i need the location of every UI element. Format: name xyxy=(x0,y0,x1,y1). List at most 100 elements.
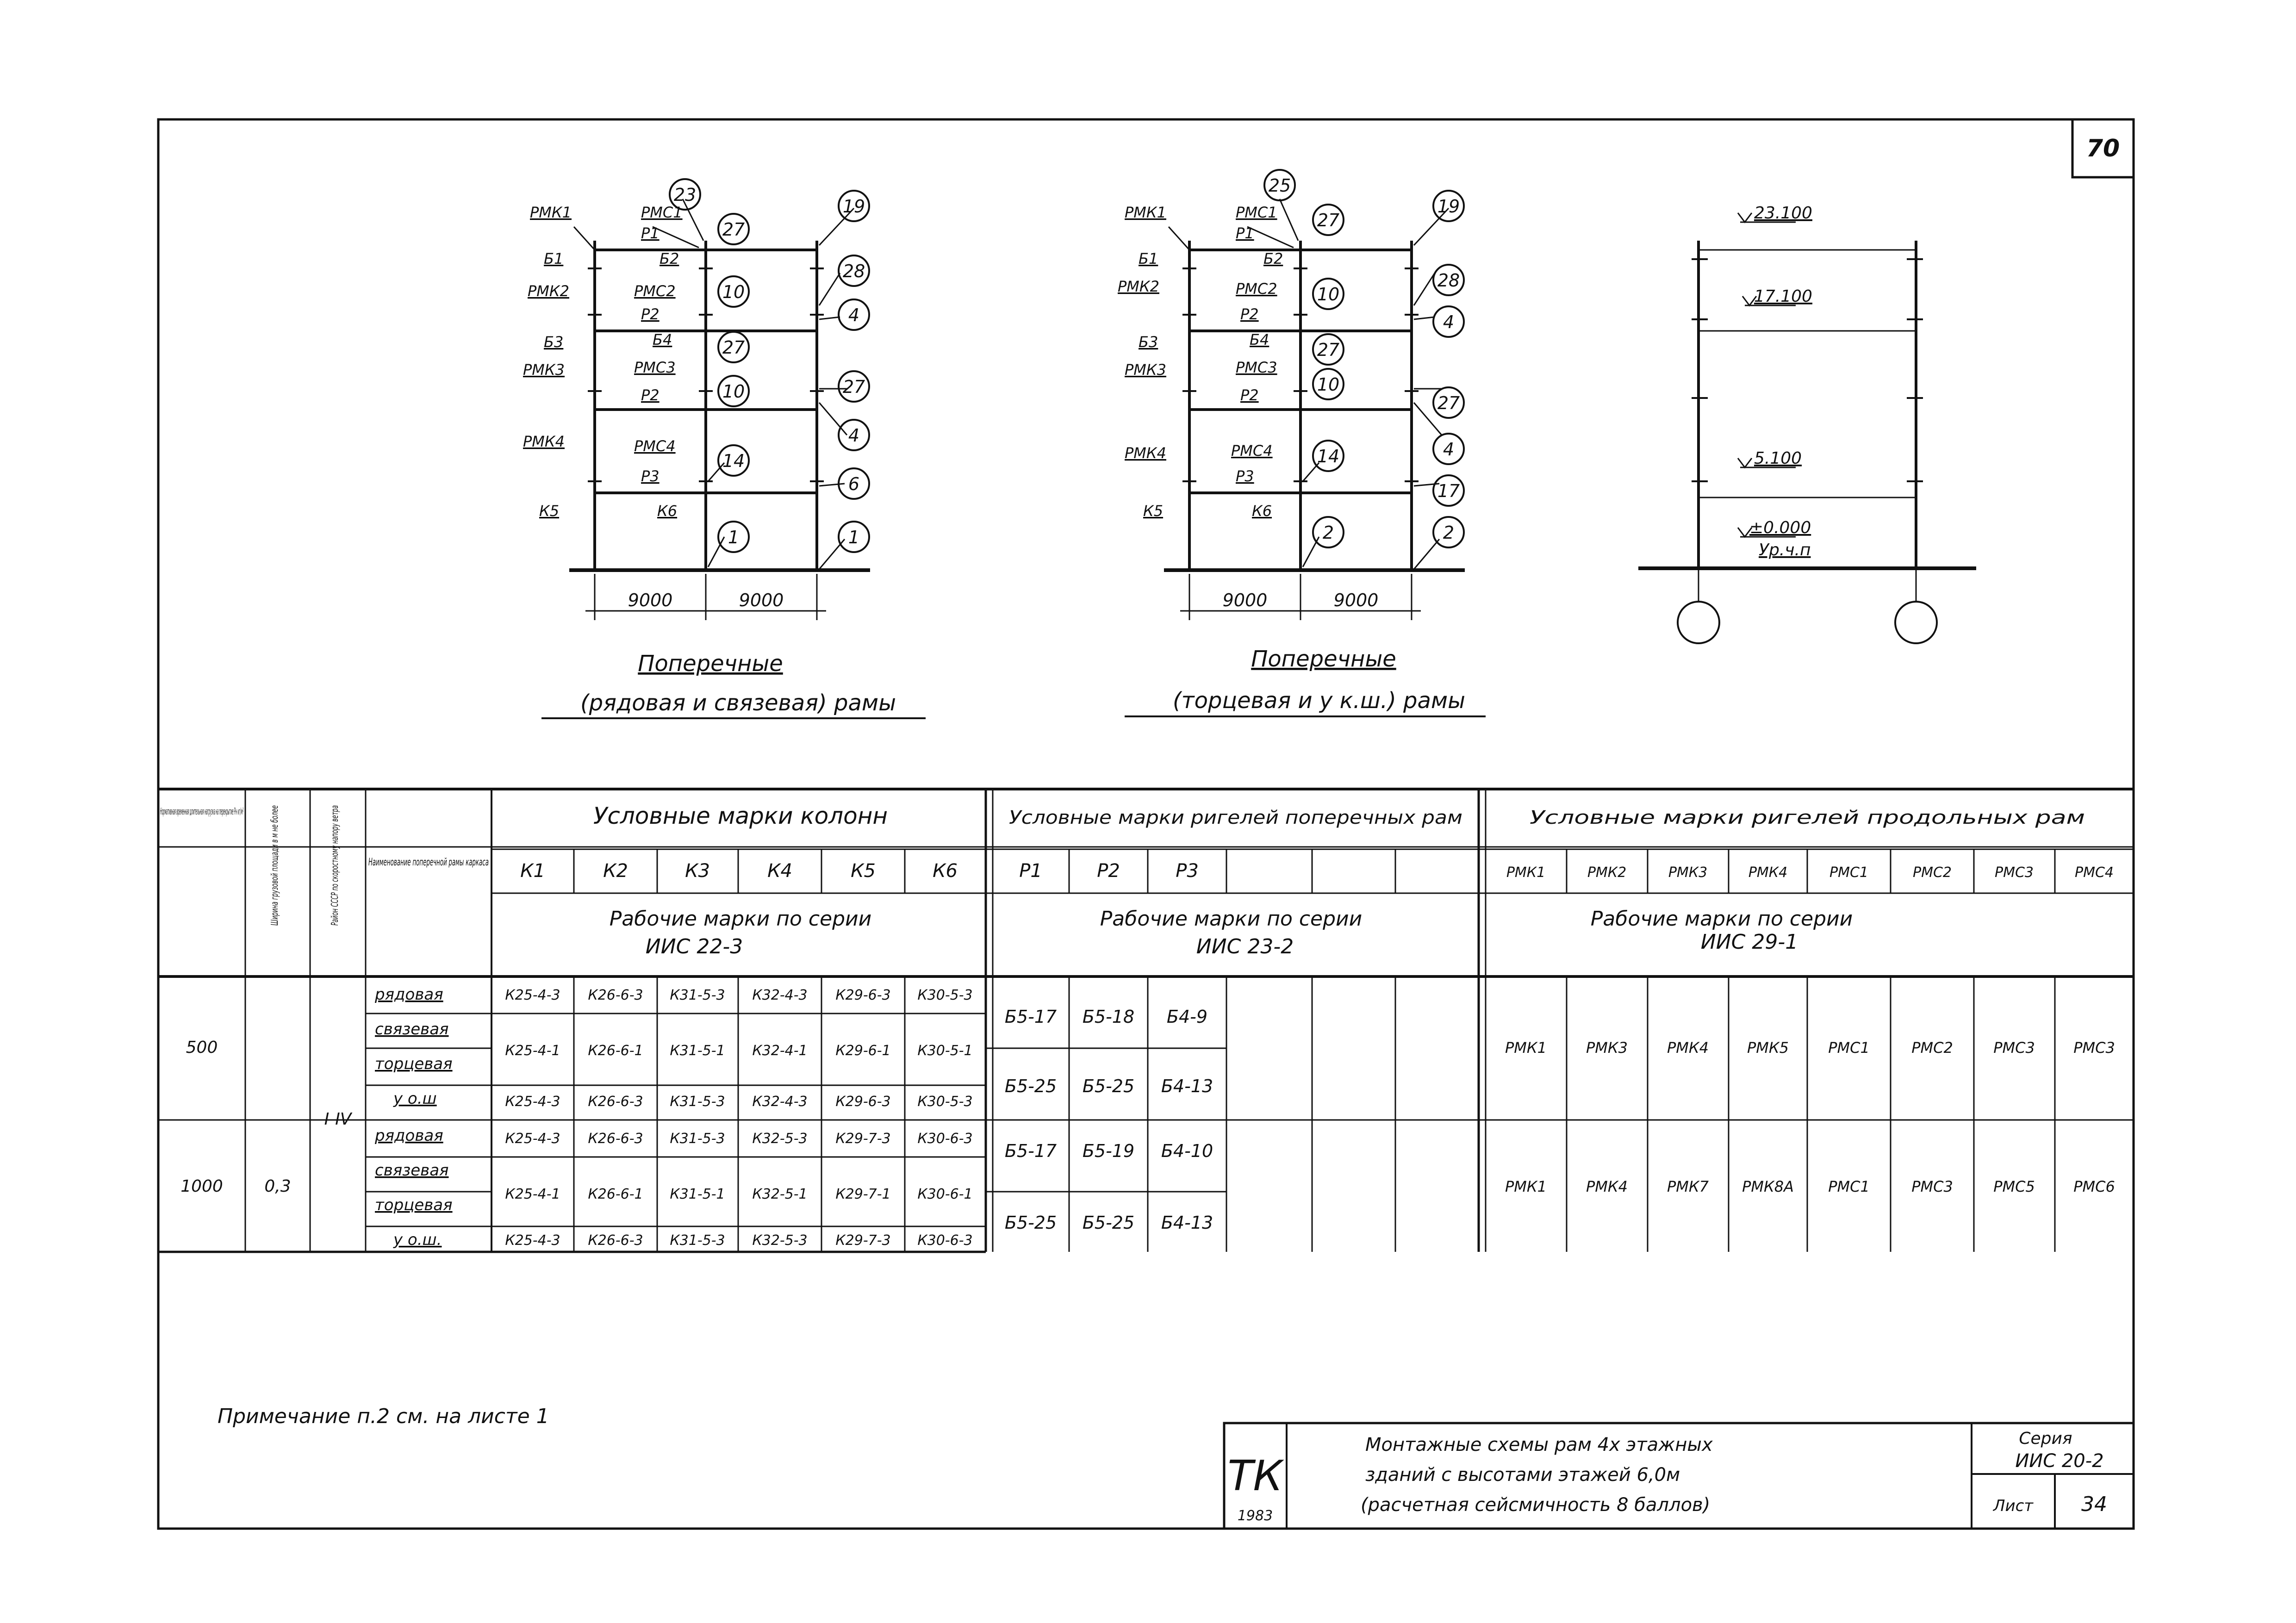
gir-r1-c2: Б5-18 xyxy=(1083,1007,1134,1027)
frame2-m5: Р2 xyxy=(1240,305,1259,323)
head-col4: Наименование поперечной рамы каркаса xyxy=(368,857,489,868)
frame-2-circles xyxy=(1263,169,1465,548)
frame2-m2: Р1 xyxy=(1236,224,1254,242)
long-marks-body: РМК1 РМК3 РМК4 РМК5 РМС1 РМС2 РМС3 РМС3 … xyxy=(1505,1039,2115,1195)
cross-mark-1: Р1 xyxy=(1019,860,1042,882)
long-mark-2: РМК2 xyxy=(1587,864,1626,881)
frame-name-8: у о.ш. xyxy=(393,1231,442,1249)
long-mark-7: РМС3 xyxy=(1995,864,2034,881)
col-r2-c2: К26-6-1 xyxy=(588,1043,643,1059)
col-r6-c3: К31-5-1 xyxy=(670,1186,725,1202)
frame1-m2: Р1 xyxy=(641,224,660,242)
col-r5-c2: К26-6-3 xyxy=(588,1131,643,1147)
frame2-c3: 10 xyxy=(1317,284,1339,305)
head-col3: Район СССР по скоростному напору ветра xyxy=(329,805,340,926)
frame-1-circle-labels: 23 27 10 27 10 14 1 19 28 4 27 4 6 1 xyxy=(674,185,865,547)
ground-label: Ур.ч.п xyxy=(1759,541,1811,560)
frame-name-5: рядовая xyxy=(374,1126,443,1145)
col-r2-c6: К30-5-1 xyxy=(917,1043,972,1059)
col-mark-4: К4 xyxy=(767,860,792,882)
level-3: 5.100 xyxy=(1754,449,1802,468)
stamp-series-label: Серия xyxy=(2019,1429,2072,1448)
col-row-8: К25-4-3 К26-6-3 К31-5-3 К32-5-3 К29-7-3 … xyxy=(505,1232,972,1249)
frame1-caption-1: Поперечные xyxy=(638,651,783,677)
col-r4-c5: К29-6-3 xyxy=(835,1094,890,1110)
long-r2-c4: РМК8А xyxy=(1742,1178,1794,1195)
frame1-l2: Б1 xyxy=(544,250,563,267)
long-r1-c4: РМК5 xyxy=(1747,1039,1789,1057)
frame2-l3: РМК2 xyxy=(1118,278,1159,295)
frame2-r3: 4 xyxy=(1443,312,1454,332)
col-r2-c3: К31-5-1 xyxy=(670,1043,725,1059)
table-header: Нормативная временная длительная нагрузк… xyxy=(160,802,2085,926)
stamp-title-2: зданий с высотами этажей 6,0м xyxy=(1365,1464,1680,1486)
frame1-c3: 10 xyxy=(722,282,745,302)
frame1-r7: 1 xyxy=(848,527,859,547)
frame1-m5: Р2 xyxy=(641,305,660,323)
col-r1-c1: К25-4-3 xyxy=(505,987,560,1003)
long-r2-c5: РМС1 xyxy=(1828,1178,1870,1195)
frame-1-caption: Поперечные (рядовая и связевая) рамы xyxy=(541,651,926,719)
long-mark-5: РМС1 xyxy=(1829,864,1868,881)
col-r5-c5: К29-7-3 xyxy=(835,1131,890,1147)
sheet-border xyxy=(157,118,2135,1530)
load-500: 500 xyxy=(186,1038,218,1057)
frame1-l4: Б3 xyxy=(544,333,563,351)
col-r2-c4: К32-4-1 xyxy=(752,1043,807,1059)
frame-name-2: связевая xyxy=(375,1020,449,1038)
frame1-r4: 27 xyxy=(843,377,865,397)
stamp-series-value: ИИС 20-2 xyxy=(2015,1450,2103,1472)
frame2-r5: 4 xyxy=(1443,439,1454,460)
col-r1-c5: К29-6-3 xyxy=(835,987,890,1003)
long-r2-c6: РМС3 xyxy=(1911,1178,1953,1195)
gir-r2-c1: Б5-25 xyxy=(1005,1076,1057,1096)
col-row-5: К25-4-3 К26-6-3 К31-5-3 К32-5-3 К29-7-3 … xyxy=(505,1131,972,1147)
long-mark-8: РМС4 xyxy=(2075,864,2114,881)
col-row-1: К25-4-3 К26-6-3 К31-5-3 К32-4-3 К29-6-3 … xyxy=(505,987,972,1003)
frame1-r2: 28 xyxy=(843,261,865,281)
frame1-dim1: 9000 xyxy=(628,590,673,610)
frame-name-7: торцевая xyxy=(375,1196,453,1214)
col-r2-c1: К25-4-1 xyxy=(505,1043,560,1059)
frame1-c5: 10 xyxy=(722,381,745,402)
frame1-m1: РМС1 xyxy=(641,204,683,221)
work-columns-2: ИИС 22-3 xyxy=(646,935,743,958)
table-grid xyxy=(158,789,2134,1253)
frame2-r1: 19 xyxy=(1437,196,1460,217)
frame-1-drawing xyxy=(569,199,870,620)
frame-1-circles xyxy=(669,178,870,553)
frame2-c6: 14 xyxy=(1317,446,1339,466)
frame1-m3: Б2 xyxy=(660,250,679,267)
frame2-l1: РМК1 xyxy=(1125,204,1166,221)
col-r2-c5: К29-6-1 xyxy=(835,1043,890,1059)
long-r1-c1: РМК1 xyxy=(1505,1039,1547,1057)
gir-r4-c3: Б4-13 xyxy=(1161,1213,1213,1233)
col-r1-c6: К30-5-3 xyxy=(917,987,972,1003)
frame2-l4: Б3 xyxy=(1139,333,1158,351)
frame1-l1: РМК1 xyxy=(530,204,572,221)
long-r1-c6: РМС2 xyxy=(1911,1039,1953,1057)
work-cross-2: ИИС 23-2 xyxy=(1196,935,1294,958)
load-1000: 1000 xyxy=(180,1177,223,1196)
frame-2-caption: Поперечные (торцевая и у к.ш.) рамы xyxy=(1125,646,1486,717)
sheet-note: Примечание п.2 см. на листе 1 xyxy=(218,1405,549,1428)
frame1-l3: РМК2 xyxy=(528,282,569,300)
col-r5-c3: К31-5-3 xyxy=(670,1131,725,1147)
col-r6-c6: К30-6-1 xyxy=(917,1186,972,1202)
frame2-m10: Р3 xyxy=(1236,467,1254,485)
gir-r1-c3: Б4-9 xyxy=(1167,1007,1207,1027)
frame1-c6: 14 xyxy=(722,451,745,471)
col-r8-c1: К25-4-3 xyxy=(505,1232,560,1249)
frame1-r6: 6 xyxy=(848,474,859,494)
frame1-r3: 4 xyxy=(848,305,859,325)
frame1-r1: 19 xyxy=(843,196,865,217)
frame1-dim2: 9000 xyxy=(739,590,784,610)
gir-r3-c2: Б5-19 xyxy=(1083,1141,1134,1161)
frame1-l6: РМК4 xyxy=(523,433,565,450)
group-columns: Условные марки колонн xyxy=(593,802,888,829)
title-block xyxy=(1223,1422,2135,1530)
frame2-c2: 27 xyxy=(1317,210,1339,230)
frame1-m11: К6 xyxy=(657,502,677,520)
frame1-caption-2: (рядовая и связевая) рамы xyxy=(580,690,896,716)
